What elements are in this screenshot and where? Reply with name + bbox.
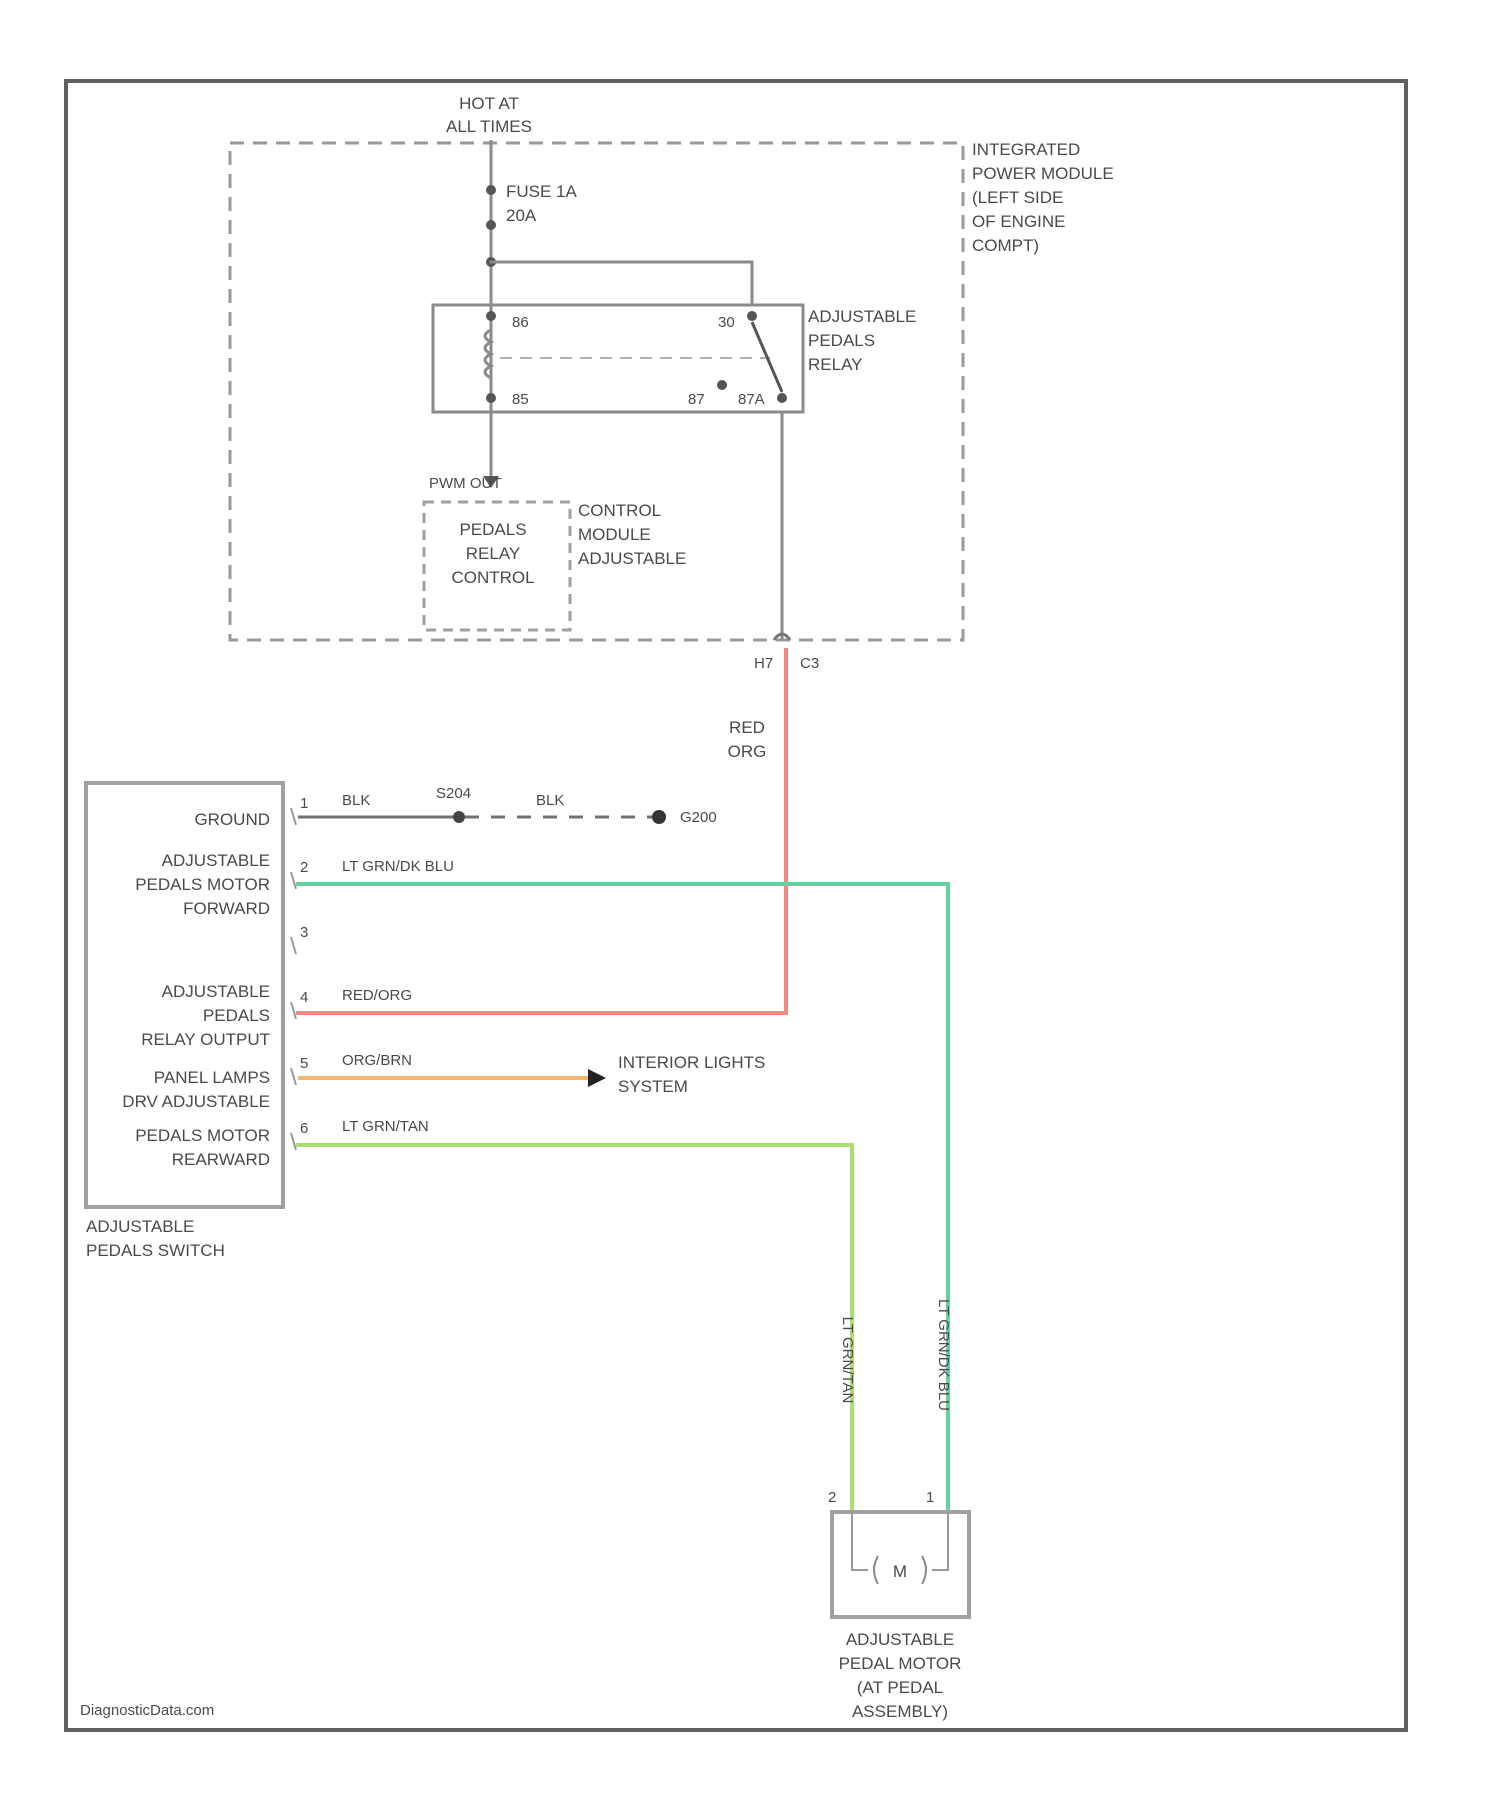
ground-g200-icon: [652, 810, 666, 824]
splice-s204-label: S204: [436, 785, 471, 802]
svg-text:CONTROL: CONTROL: [451, 568, 534, 587]
pwm-out-label: PWM OUT: [429, 475, 502, 492]
red-org-vertical-label-2: ORG: [728, 742, 767, 761]
svg-text:PEDAL MOTOR: PEDAL MOTOR: [839, 1654, 962, 1673]
svg-text:ADJUSTABLE: ADJUSTABLE: [808, 307, 916, 326]
relay-pin-87: 87: [688, 391, 705, 408]
wire-red-org-label: RED/ORG: [342, 987, 412, 1004]
svg-text:MODULE: MODULE: [578, 525, 651, 544]
motor-symbol-icon: M: [874, 1556, 926, 1584]
watermark-text: DiagnosticData.com: [80, 1702, 214, 1719]
relay-pin-87a: 87A: [738, 391, 765, 408]
connector-pin-label: H7: [754, 655, 773, 672]
splice-s204-dot: [453, 811, 465, 823]
relay-label: ADJUSTABLE PEDALS RELAY: [808, 307, 916, 374]
svg-text:COMPT): COMPT): [972, 236, 1039, 255]
svg-text:RELAY OUTPUT: RELAY OUTPUT: [141, 1030, 270, 1049]
relay-86-terminal: [486, 311, 496, 321]
switch-rearward-label: PEDALS MOTOR REARWARD: [135, 1126, 270, 1169]
svg-text:PEDALS: PEDALS: [808, 331, 875, 350]
relay-87a-terminal: [777, 393, 787, 403]
svg-text:(LEFT SIDE: (LEFT SIDE: [972, 188, 1063, 207]
svg-text:PEDALS MOTOR: PEDALS MOTOR: [135, 875, 270, 894]
relay-85-terminal: [486, 393, 496, 403]
svg-text:PEDALS: PEDALS: [459, 520, 526, 539]
svg-text:PEDALS: PEDALS: [203, 1006, 270, 1025]
switch-pin-stubs: [291, 808, 296, 1150]
svg-text:2: 2: [300, 859, 308, 876]
switch-ground-label: GROUND: [194, 810, 270, 829]
svg-text:CONTROL: CONTROL: [578, 501, 661, 520]
svg-text:5: 5: [300, 1055, 308, 1072]
motor-label: ADJUSTABLE PEDAL MOTOR (AT PEDAL ASSEMBL…: [839, 1630, 962, 1721]
svg-text:REARWARD: REARWARD: [172, 1150, 270, 1169]
relay-30-feed-wire: [491, 262, 752, 305]
wire-org-brn-label: ORG/BRN: [342, 1052, 412, 1069]
svg-text:ADJUSTABLE: ADJUSTABLE: [578, 549, 686, 568]
relay-87-terminal: [717, 380, 727, 390]
switch-relay-output-label: ADJUSTABLE PEDALS RELAY OUTPUT: [141, 982, 270, 1049]
ipm-label: INTEGRATED POWER MODULE (LEFT SIDE OF EN…: [972, 140, 1114, 255]
fuse-terminal-bottom: [486, 220, 496, 230]
switch-panel-lamps-label: PANEL LAMPS DRV ADJUSTABLE: [122, 1068, 270, 1111]
motor-wire-left-label: LT GRN/TAN: [839, 1317, 856, 1404]
control-module-label: CONTROL MODULE ADJUSTABLE: [578, 501, 686, 568]
svg-text:ADJUSTABLE: ADJUSTABLE: [162, 851, 270, 870]
switch-name-label: ADJUSTABLE PEDALS SWITCH: [86, 1217, 225, 1260]
red-org-vertical-label-1: RED: [729, 718, 765, 737]
svg-text:DRV ADJUSTABLE: DRV ADJUSTABLE: [122, 1092, 270, 1111]
relay-30-terminal: [747, 311, 757, 321]
wire-blk-label-2: BLK: [536, 792, 564, 809]
relay-pin-86: 86: [512, 314, 529, 331]
svg-text:POWER MODULE: POWER MODULE: [972, 164, 1114, 183]
relay-switch-contact-icon: [752, 322, 782, 392]
wire-blk-label-1: BLK: [342, 792, 370, 809]
svg-text:OF ENGINE: OF ENGINE: [972, 212, 1066, 231]
red-org-wire: [298, 650, 786, 1013]
wire-lt-grn-tan-label: LT GRN/TAN: [342, 1118, 429, 1135]
wire-lt-grn-dk-blu-label: LT GRN/DK BLU: [342, 858, 454, 875]
svg-text:1: 1: [300, 795, 308, 812]
motor-wire-right-label: LT GRN/DK BLU: [935, 1299, 952, 1411]
svg-text:6: 6: [300, 1120, 308, 1137]
switch-pin-numbers: 1 2 3 4 5 6: [300, 795, 308, 1137]
ground-g200-label: G200: [680, 809, 717, 826]
motor-pin-2-label: 2: [828, 1489, 836, 1506]
connector-name-label: C3: [800, 655, 819, 672]
svg-text:ADJUSTABLE: ADJUSTABLE: [162, 982, 270, 1001]
interior-lights-label-2: SYSTEM: [618, 1077, 688, 1096]
svg-text:ADJUSTABLE: ADJUSTABLE: [846, 1630, 954, 1649]
svg-text:RELAY: RELAY: [466, 544, 521, 563]
svg-text:FORWARD: FORWARD: [183, 899, 270, 918]
motor-pin-1-label: 1: [926, 1489, 934, 1506]
svg-text:RELAY: RELAY: [808, 355, 863, 374]
svg-text:PEDALS SWITCH: PEDALS SWITCH: [86, 1241, 225, 1260]
interior-lights-arrow-icon: [588, 1069, 606, 1087]
fuse-label-line2: 20A: [506, 206, 537, 225]
relay-pin-30: 30: [718, 314, 735, 331]
svg-text:INTEGRATED: INTEGRATED: [972, 140, 1080, 159]
svg-text:(AT PEDAL: (AT PEDAL: [857, 1678, 943, 1697]
fuse-label-line1: FUSE 1A: [506, 182, 578, 201]
control-module-inner-label: PEDALS RELAY CONTROL: [451, 520, 534, 587]
svg-text:ASSEMBLY): ASSEMBLY): [852, 1702, 948, 1721]
switch-forward-label: ADJUSTABLE PEDALS MOTOR FORWARD: [135, 851, 270, 918]
interior-lights-label-1: INTERIOR LIGHTS: [618, 1053, 765, 1072]
hot-at-all-times-line2: ALL TIMES: [446, 117, 532, 136]
svg-text:PANEL LAMPS: PANEL LAMPS: [154, 1068, 270, 1087]
relay-pin-85: 85: [512, 391, 529, 408]
fuse-terminal-top: [486, 185, 496, 195]
lt-grn-tan-wire: [298, 1145, 852, 1512]
svg-text:ADJUSTABLE: ADJUSTABLE: [86, 1217, 194, 1236]
svg-text:PEDALS MOTOR: PEDALS MOTOR: [135, 1126, 270, 1145]
svg-text:3: 3: [300, 924, 308, 941]
svg-text:4: 4: [300, 989, 308, 1006]
hot-at-all-times-line1: HOT AT: [459, 94, 519, 113]
svg-text:M: M: [893, 1562, 907, 1581]
